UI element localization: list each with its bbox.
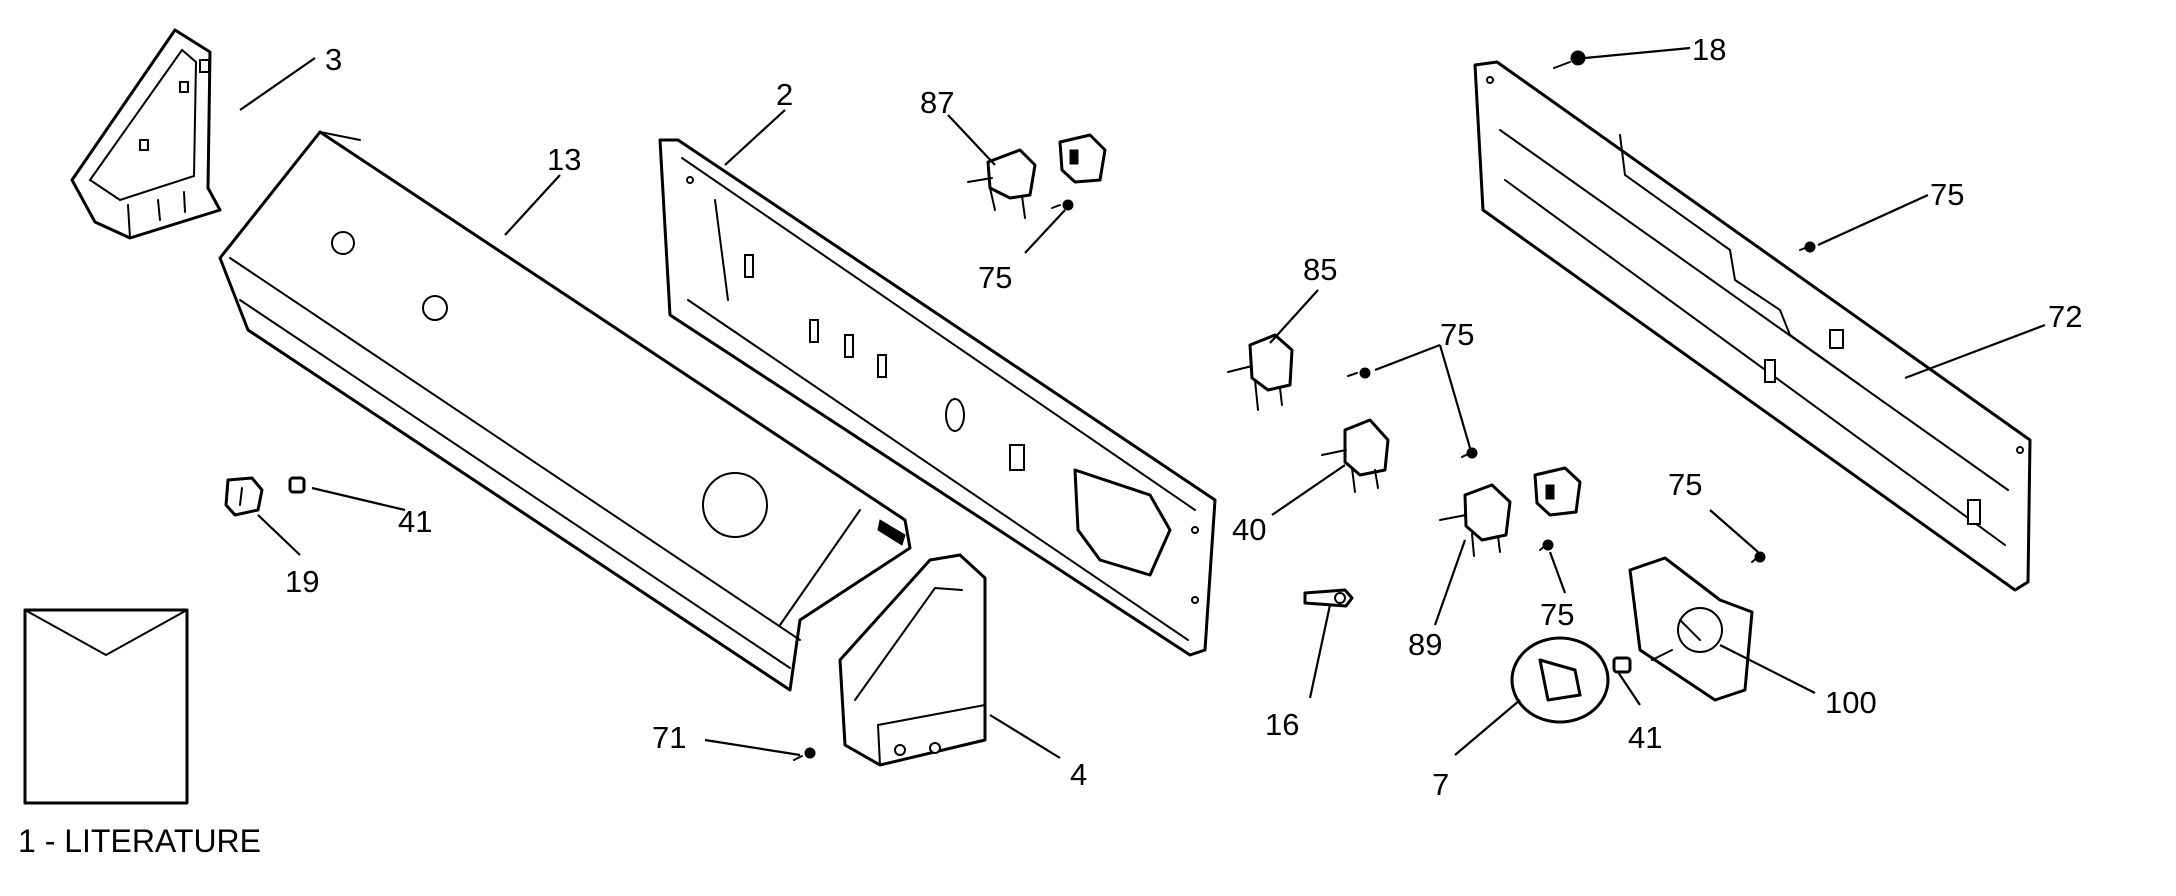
part-41-spring-left (288, 476, 306, 494)
callout-72: 72 (2048, 299, 2082, 334)
callout-75-e: 75 (1668, 467, 1702, 502)
callout-4: 4 (1070, 757, 1087, 792)
callout-75-d: 75 (1930, 177, 1964, 212)
part-41-spring-right (1612, 656, 1632, 674)
part-4-right-end-cap (838, 553, 987, 767)
screw-icon (793, 50, 1816, 761)
callout-87: 87 (920, 85, 954, 120)
part-100-timer (1628, 556, 1754, 702)
callout-3: 3 (325, 42, 342, 77)
callout-75-a: 75 (978, 260, 1012, 295)
part-40-switch (1321, 418, 1390, 493)
callout-41-left: 41 (398, 504, 432, 539)
part-2-control-frame (658, 138, 1217, 657)
part-13-front-panel (218, 130, 912, 692)
callout-2: 2 (776, 77, 793, 112)
callout-16: 16 (1265, 707, 1299, 742)
callout-41-right: 41 (1628, 720, 1662, 755)
callout-labels: 3 13 2 87 75 85 75 40 89 75 16 18 75 72 … (285, 32, 2082, 802)
callout-85: 85 (1303, 252, 1337, 287)
callout-40: 40 (1232, 512, 1266, 547)
part-89-switch (1439, 466, 1582, 557)
part-3-left-end-cap (70, 28, 222, 240)
callout-7: 7 (1432, 767, 1449, 802)
part-72-rear-panel (1473, 60, 2032, 592)
part-7-knob (1510, 636, 1610, 724)
part-16-key (1303, 588, 1354, 608)
callout-75-b: 75 (1440, 317, 1474, 352)
callout-71: 71 (652, 720, 686, 755)
literature-caption: 1 - LITERATURE (18, 823, 261, 859)
callout-18: 18 (1692, 32, 1726, 67)
leader-lines (239, 46, 2046, 759)
callout-100: 100 (1825, 685, 1877, 720)
envelope-icon (23, 608, 189, 805)
part-19-lens (224, 476, 264, 517)
part-87-switch (967, 133, 1107, 219)
callout-75-c: 75 (1540, 597, 1574, 632)
callout-19: 19 (285, 564, 319, 599)
callout-13: 13 (547, 142, 581, 177)
callout-89: 89 (1408, 627, 1442, 662)
part-85-switch (1227, 333, 1294, 411)
